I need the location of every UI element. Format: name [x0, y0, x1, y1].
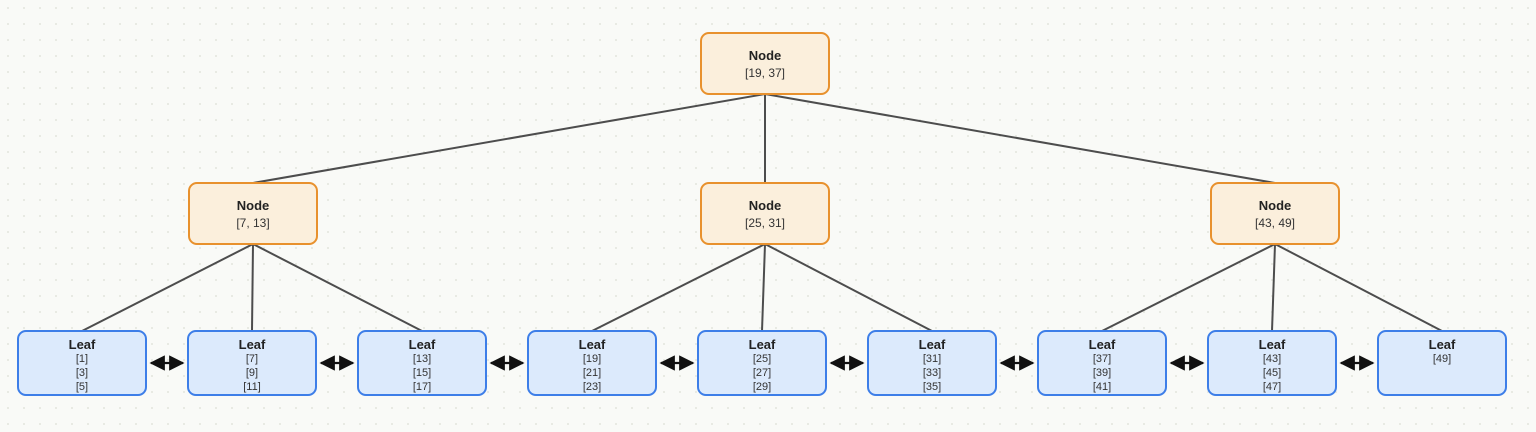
- edge-internal1-leaf3: [591, 243, 766, 332]
- tree-leaf-6: Leaf [37] [39] [41]: [1037, 330, 1167, 396]
- leaf-title: Leaf: [1428, 337, 1456, 352]
- leaf-value: [25]: [752, 353, 772, 365]
- leaf-value: [47]: [1262, 381, 1282, 393]
- leaf-title: Leaf: [578, 337, 606, 352]
- leaf-value: [17]: [412, 381, 432, 393]
- leaf-value: [7]: [245, 353, 259, 365]
- leaf-value: [15]: [412, 367, 432, 379]
- leaf-title: Leaf: [68, 337, 96, 352]
- tree-leaf-8: Leaf [49]: [1377, 330, 1507, 396]
- edge-root-internal-0: [252, 93, 766, 184]
- leaf-value: [3]: [75, 367, 89, 379]
- leaf-value: [5]: [75, 381, 89, 393]
- edge-internal1-leaf5: [764, 243, 933, 332]
- leaf-value: [37]: [1092, 353, 1112, 365]
- leaf-value: [13]: [412, 353, 432, 365]
- tree-node-internal-0: Node [7, 13]: [188, 182, 318, 245]
- edge-internal0-leaf1: [251, 243, 254, 332]
- leaf-value: [19]: [582, 353, 602, 365]
- tree-node-internal-2: Node [43, 49]: [1210, 182, 1340, 245]
- leaf-value: [41]: [1092, 381, 1112, 393]
- edge-root-internal-2: [764, 93, 1276, 184]
- node-title: Node: [1258, 197, 1292, 213]
- node-keys: [43, 49]: [1254, 215, 1296, 230]
- leaf-title: Leaf: [238, 337, 266, 352]
- tree-node-root: Node [19, 37]: [700, 32, 830, 95]
- leaf-value: [1]: [75, 353, 89, 365]
- tree-leaf-1: Leaf [7] [9] [11]: [187, 330, 317, 396]
- tree-leaf-7: Leaf [43] [45] [47]: [1207, 330, 1337, 396]
- leaf-value: [29]: [752, 381, 772, 393]
- leaf-value: [39]: [1092, 367, 1112, 379]
- tree-leaf-3: Leaf [19] [21] [23]: [527, 330, 657, 396]
- leaf-value: [33]: [922, 367, 942, 379]
- leaf-value: [9]: [245, 367, 259, 379]
- node-keys: [25, 31]: [744, 215, 786, 230]
- tree-node-internal-1: Node [25, 31]: [700, 182, 830, 245]
- edge-internal0-leaf2: [252, 243, 423, 332]
- leaf-value: [27]: [752, 367, 772, 379]
- node-keys: [7, 13]: [236, 215, 270, 230]
- node-title: Node: [748, 197, 782, 213]
- leaf-title: Leaf: [748, 337, 776, 352]
- node-keys: [19, 37]: [744, 65, 786, 80]
- leaf-title: Leaf: [1088, 337, 1116, 352]
- tree-leaf-5: Leaf [31] [33] [35]: [867, 330, 997, 396]
- leaf-value: [31]: [922, 353, 942, 365]
- leaf-title: Leaf: [918, 337, 946, 352]
- tree-leaf-0: Leaf [1] [3] [5]: [17, 330, 147, 396]
- leaf-value: [49]: [1432, 353, 1452, 365]
- edge-internal1-leaf4: [761, 243, 766, 332]
- leaf-title: Leaf: [408, 337, 436, 352]
- leaf-value: [23]: [582, 381, 602, 393]
- edge-internal2-leaf7: [1271, 243, 1276, 332]
- edge-internal0-leaf0: [81, 243, 254, 332]
- leaf-value: [45]: [1262, 367, 1282, 379]
- node-title: Node: [748, 47, 782, 63]
- leaf-value: [43]: [1262, 353, 1282, 365]
- tree-leaf-4: Leaf [25] [27] [29]: [697, 330, 827, 396]
- edge-internal2-leaf8: [1274, 243, 1443, 332]
- leaf-value: [35]: [922, 381, 942, 393]
- leaf-value: [21]: [582, 367, 602, 379]
- node-title: Node: [236, 197, 270, 213]
- tree-leaf-2: Leaf [13] [15] [17]: [357, 330, 487, 396]
- leaf-title: Leaf: [1258, 337, 1286, 352]
- edge-internal2-leaf6: [1101, 243, 1276, 332]
- leaf-value: [11]: [243, 381, 261, 393]
